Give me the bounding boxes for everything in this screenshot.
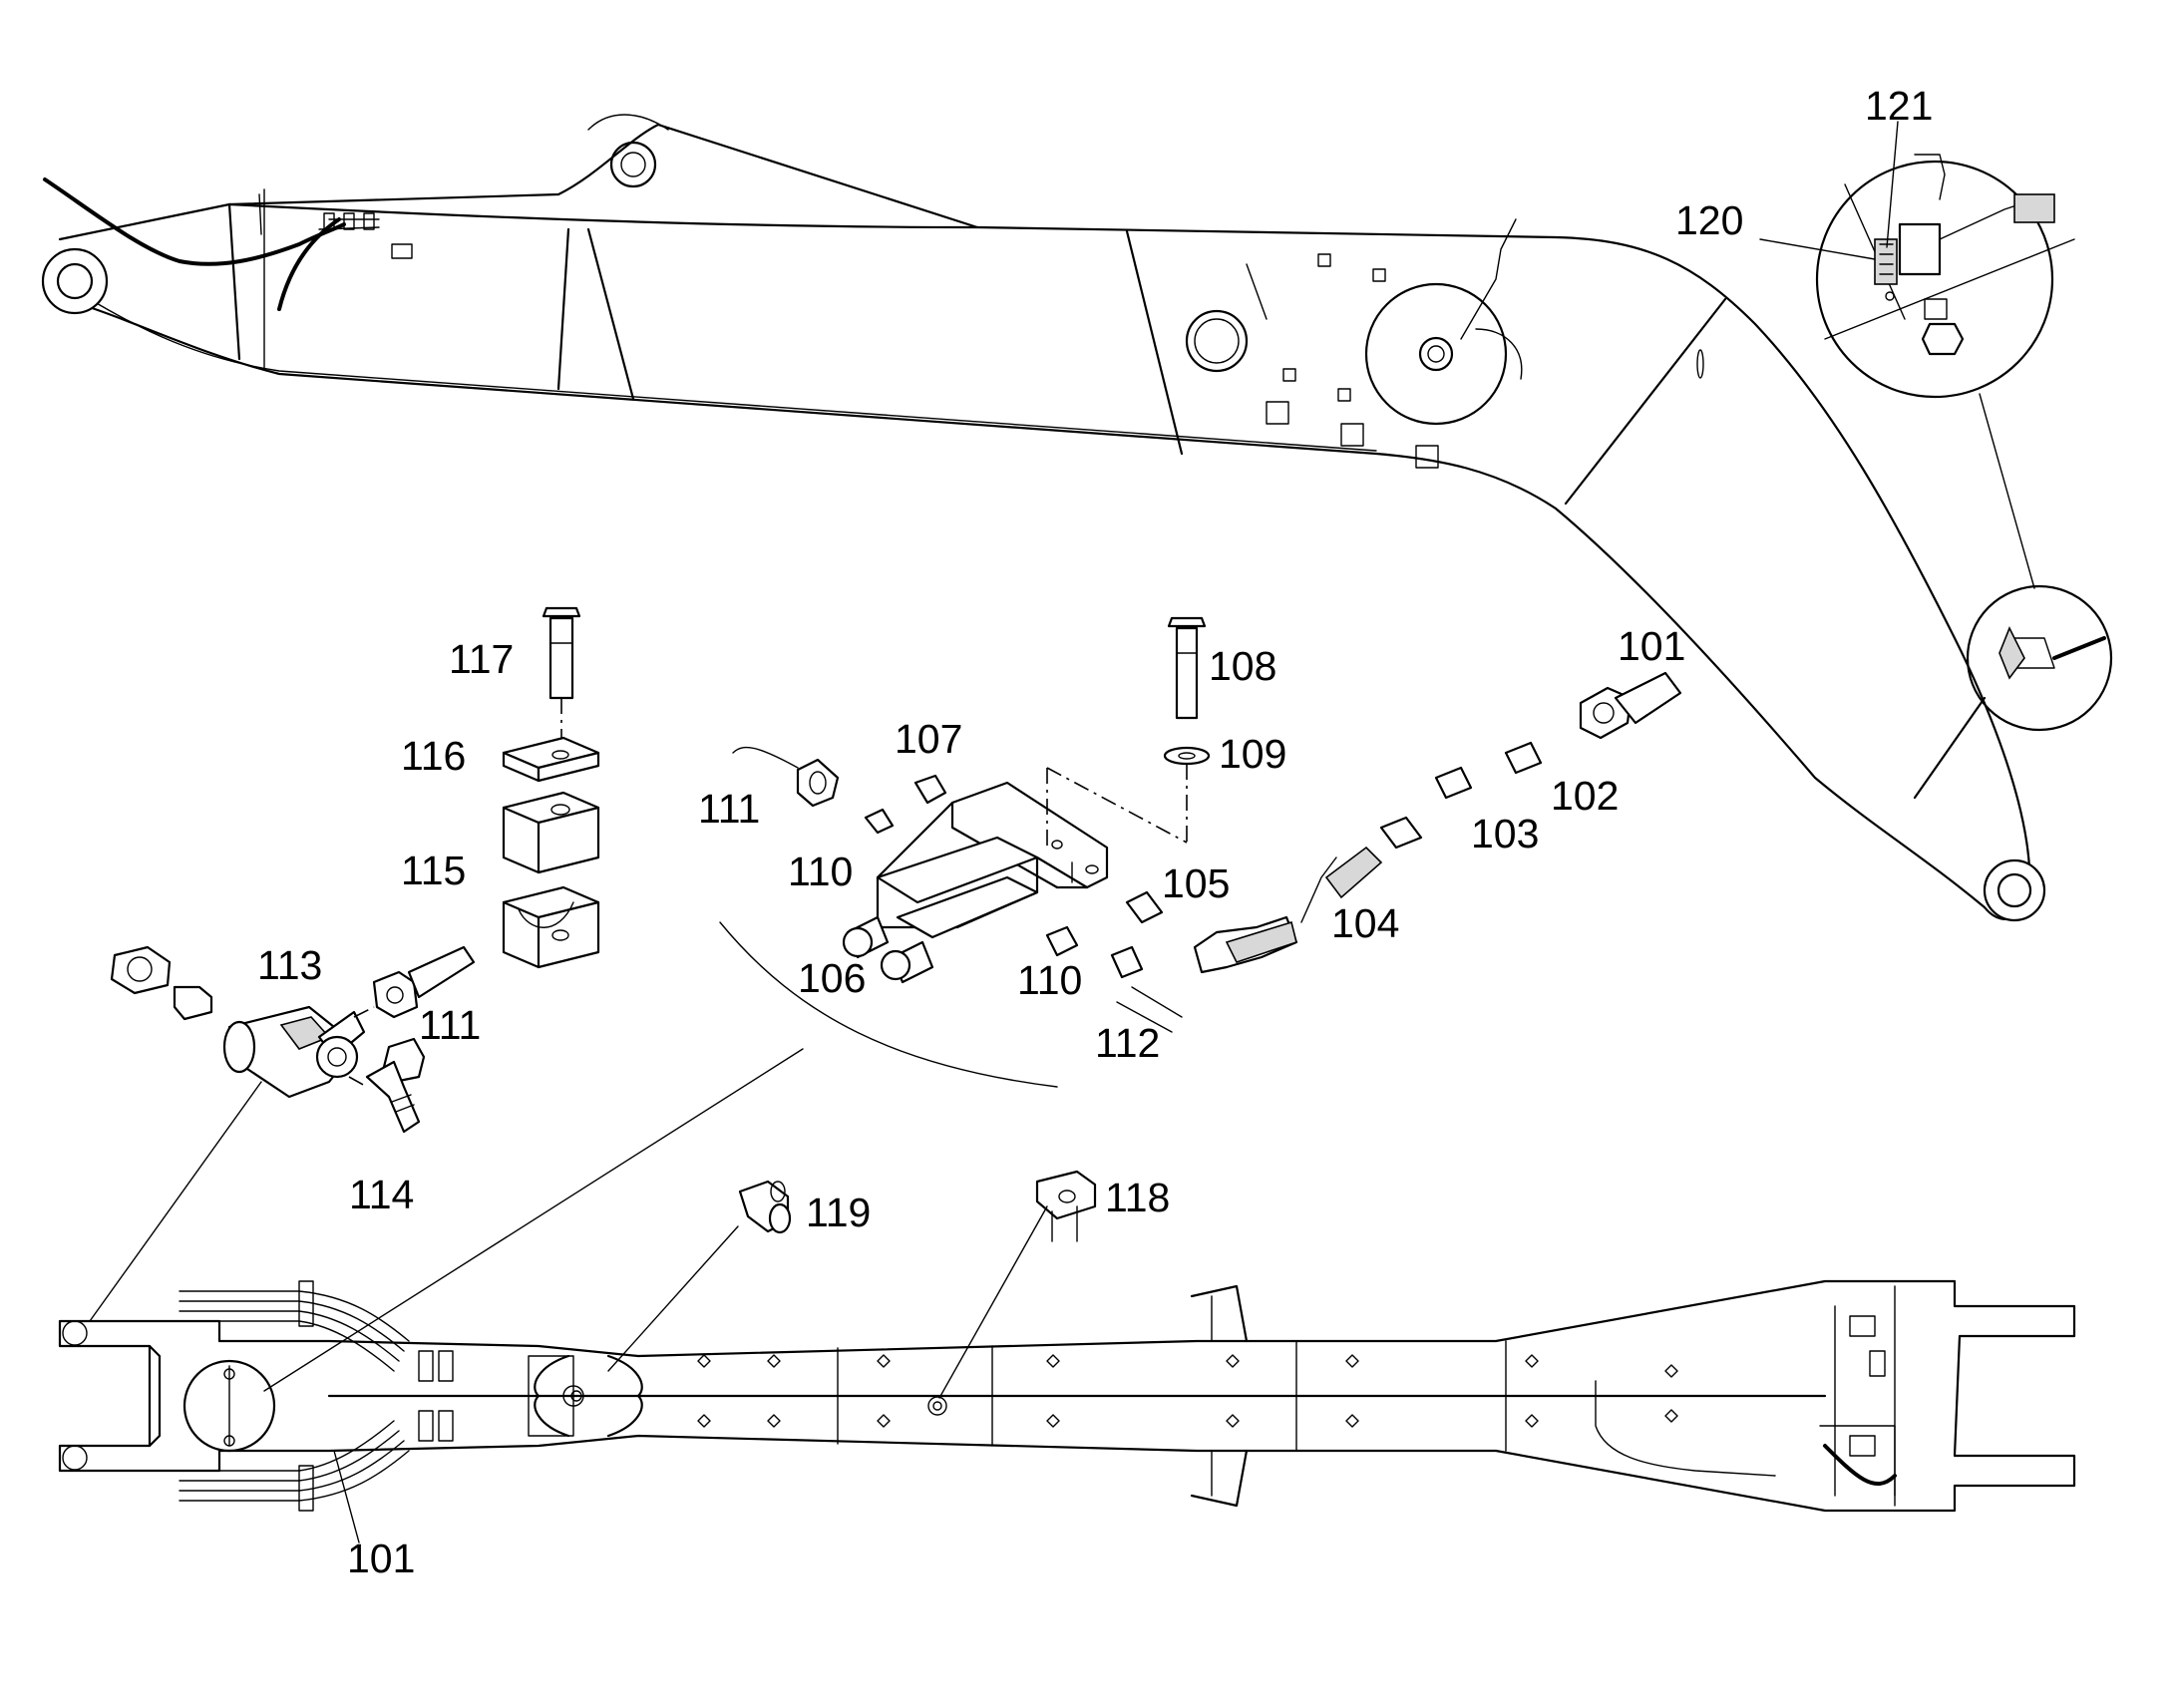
callout-111-fitting: 111 (419, 1002, 481, 1048)
boom-top-view (58, 1279, 2076, 1513)
callout-110-left: 110 (788, 849, 853, 894)
callout-118: 118 (1105, 1175, 1170, 1220)
callout-105: 105 (1162, 860, 1230, 906)
callout-106: 106 (798, 955, 866, 1001)
callout-102: 102 (1551, 773, 1619, 819)
callout-110-right: 110 (1017, 957, 1082, 1003)
clamp-assembly (502, 606, 600, 969)
tee-fitting-assembly (110, 945, 476, 1134)
callout-labels: 101 101 102 103 104 105 106 107 108 109 … (257, 83, 1933, 1581)
detail-circle-valve (1759, 121, 2075, 589)
callout-101-bottom: 101 (347, 1536, 415, 1581)
callout-114: 114 (349, 1172, 414, 1217)
small-part-118 (1035, 1170, 1097, 1242)
callout-117: 117 (449, 636, 514, 682)
top-view-bolt-markers (697, 1354, 1678, 1428)
callout-104: 104 (1331, 900, 1399, 946)
callout-103: 103 (1471, 811, 1539, 856)
boom-side-view (41, 114, 2113, 922)
callout-113: 113 (257, 942, 322, 988)
callout-115: 115 (401, 848, 466, 893)
callout-121: 121 (1865, 83, 1933, 129)
callout-101-top: 101 (1618, 623, 1685, 669)
callout-108: 108 (1209, 643, 1276, 689)
callout-116: 116 (401, 733, 466, 779)
callout-109: 109 (1219, 731, 1286, 777)
callout-120: 120 (1675, 197, 1743, 243)
callout-111-manifold: 111 (698, 786, 760, 832)
callout-112: 112 (1095, 1020, 1160, 1066)
leader-lines (89, 1048, 1048, 1543)
callout-119: 119 (806, 1190, 871, 1235)
manifold-block-assembly (719, 616, 1682, 1088)
callout-107: 107 (895, 716, 962, 762)
small-part-119 (738, 1180, 792, 1234)
